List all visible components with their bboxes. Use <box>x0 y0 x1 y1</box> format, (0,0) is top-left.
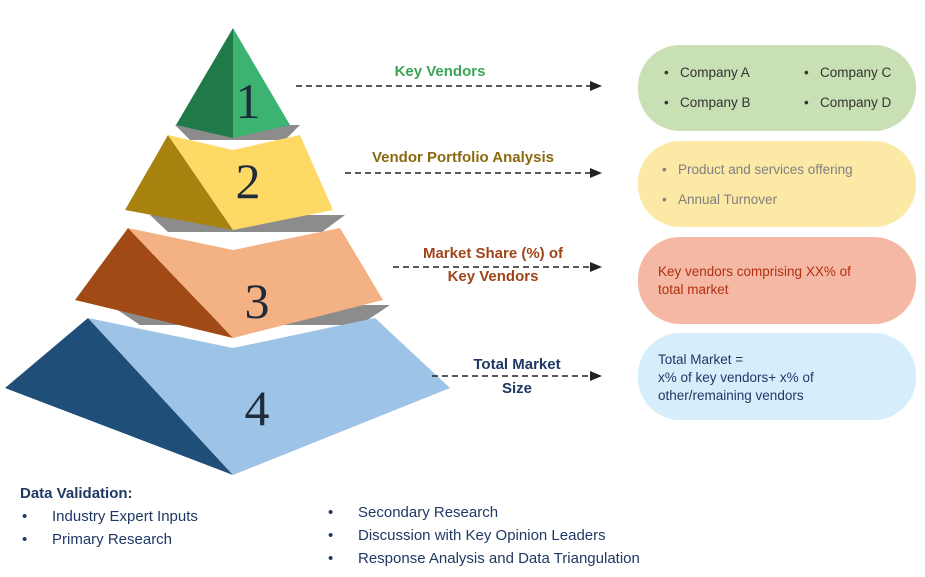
tier-1-front-face <box>233 28 290 138</box>
tier-1-number: 1 <box>236 73 261 129</box>
description-item: Company B <box>662 88 802 118</box>
tier-4-number: 4 <box>245 380 270 436</box>
description-line: other/remaining vendors <box>658 388 804 403</box>
validation-item: Secondary Research <box>326 501 640 524</box>
tier-2-front-face <box>168 135 333 230</box>
tier-1-left-face <box>176 28 233 138</box>
tier-2-label: Vendor Portfolio Analysis <box>372 149 554 166</box>
validation-item: Industry Expert Inputs <box>20 505 198 528</box>
data-validation: Data Validation: Industry Expert InputsP… <box>20 485 198 551</box>
description-item: Company A <box>662 58 802 88</box>
description-line: Key vendors comprising XX% of <box>658 264 851 279</box>
validation-item: Primary Research <box>20 528 198 551</box>
tier-3-label: Market Share (%) of <box>423 245 564 262</box>
description-item: Company D <box>802 88 922 118</box>
tier-3-number: 3 <box>245 273 270 329</box>
pyramid: 1 2 3 4 <box>5 28 450 475</box>
tier-4-description: Total Market = x% of key vendors+ x% of ot… <box>638 333 916 420</box>
tier-1-arrow-head <box>590 81 602 91</box>
description-line: Total Market = <box>658 352 744 367</box>
tier-3-description: Key vendors comprising XX% of total marke… <box>638 237 916 324</box>
tier-4-label: Total Market <box>473 356 560 373</box>
description-item: Annual Turnover <box>660 185 916 215</box>
tier-1-label: Key Vendors <box>395 63 486 80</box>
validation-list-2: Secondary ResearchDiscussion with Key Op… <box>326 501 640 570</box>
tier-3-left-face <box>75 228 233 338</box>
tier-2-number: 2 <box>236 153 261 209</box>
tier-2-left-face <box>125 135 233 230</box>
description-line: total market <box>658 282 729 297</box>
tier-4-label: Size <box>502 380 532 397</box>
tier-1-description: Company ACompany CCompany BCompany D <box>638 45 916 131</box>
tier-4-arrow-head <box>590 371 602 381</box>
validation-item: Response Analysis and Data Triangulation <box>326 547 640 570</box>
description-item: Company C <box>802 58 922 88</box>
validation-list-1: Industry Expert InputsPrimary Research <box>20 505 198 551</box>
tier-3-front-face <box>128 228 383 338</box>
validation-column-2: Secondary ResearchDiscussion with Key Op… <box>326 501 640 570</box>
description-item: Product and services offering <box>660 155 916 185</box>
tier-2-arrow-head <box>590 168 602 178</box>
tier-3-label: Key Vendors <box>448 268 539 285</box>
tier-2-description: Product and services offeringAnnual Turn… <box>638 141 916 227</box>
tier-3-arrow-head <box>590 262 602 272</box>
description-line: x% of key vendors+ x% of <box>658 370 814 385</box>
tier-arrows <box>296 81 602 381</box>
tier-4-front-face <box>88 318 450 475</box>
tier-4-left-face <box>5 318 233 475</box>
validation-item: Discussion with Key Opinion Leaders <box>326 524 640 547</box>
validation-title: Data Validation: <box>20 485 133 502</box>
